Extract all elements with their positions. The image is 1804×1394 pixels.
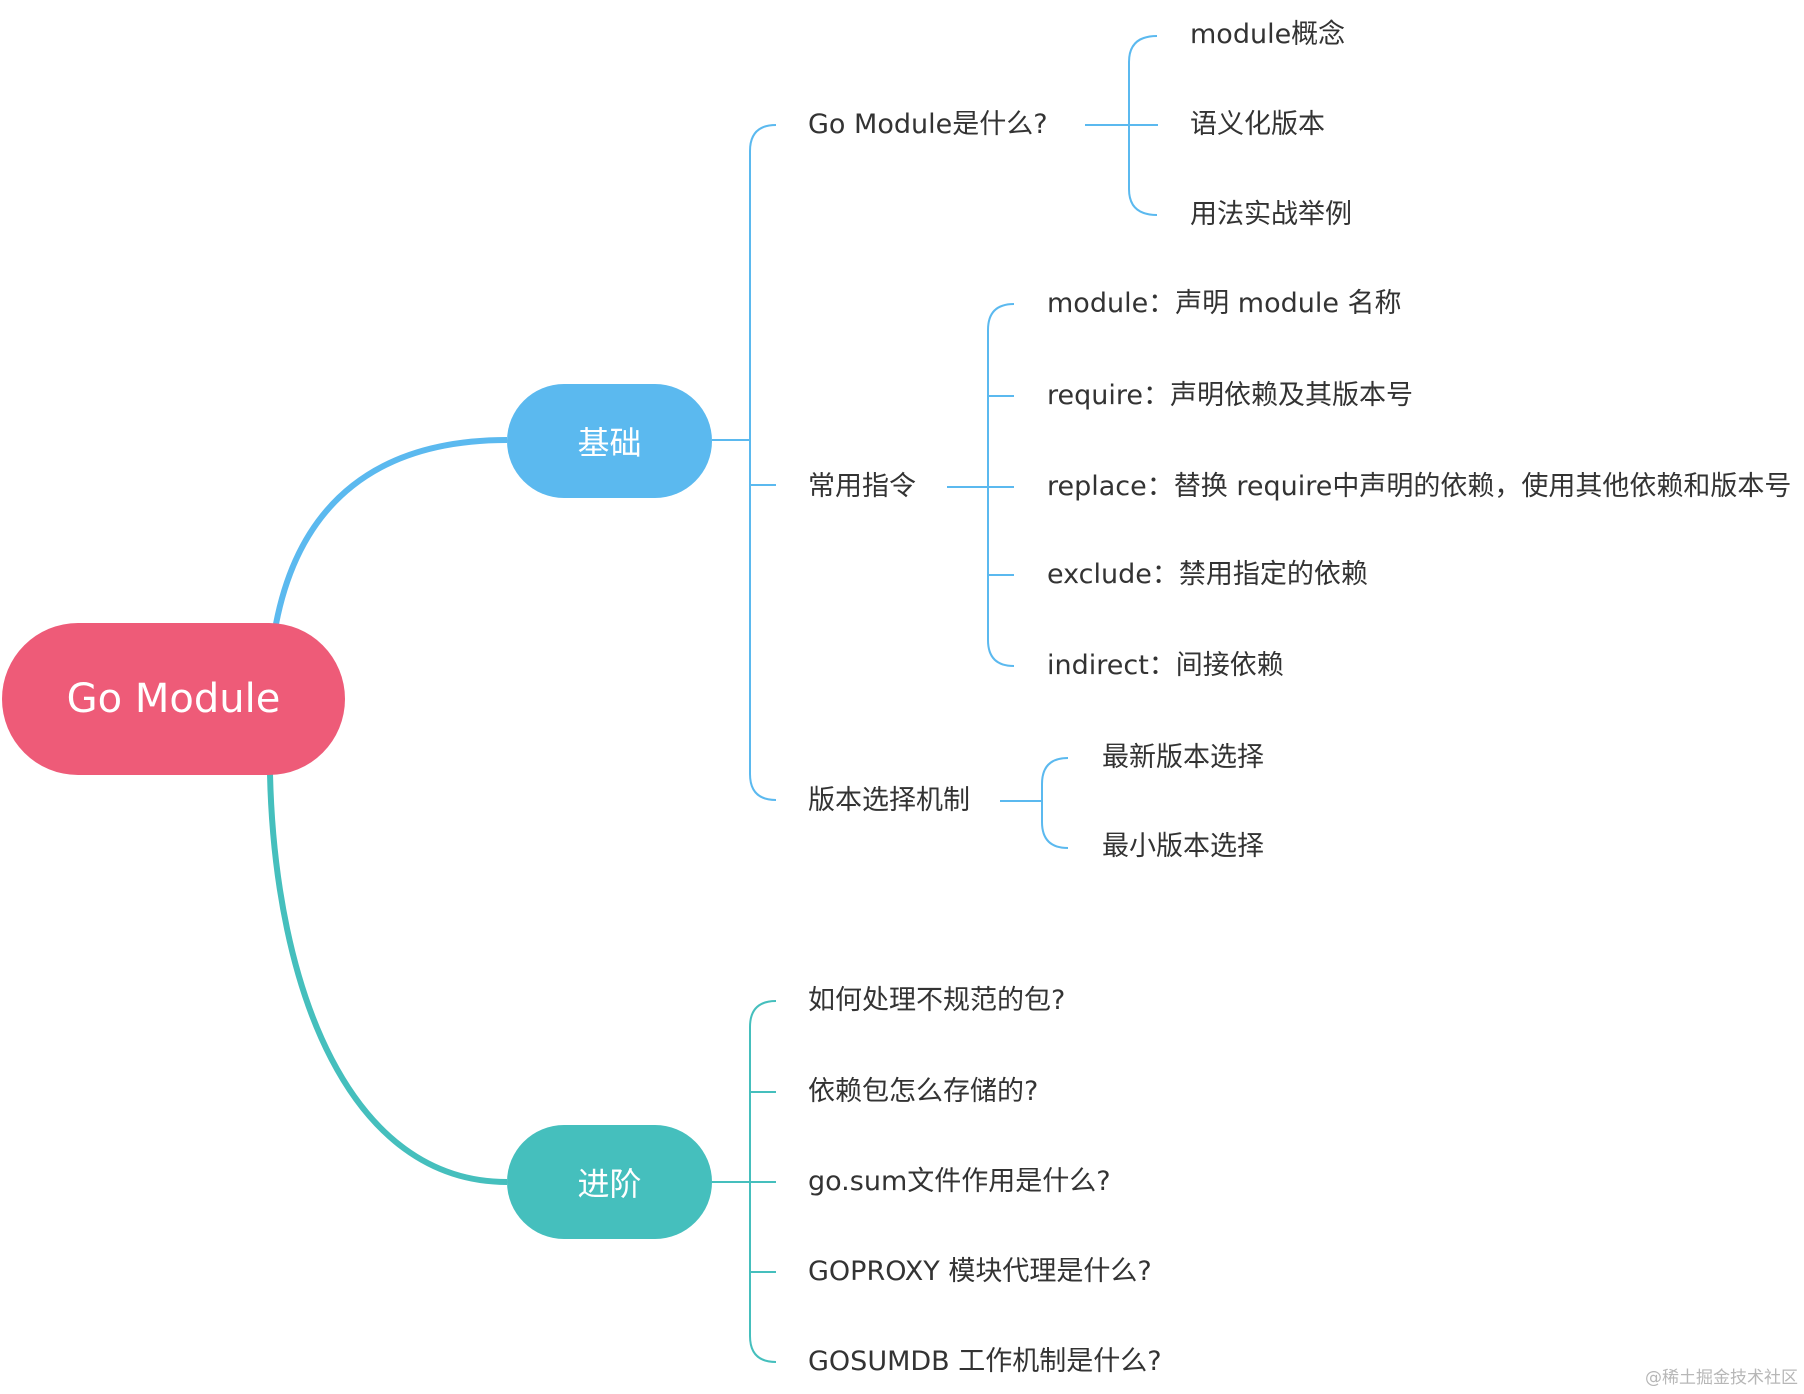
branch-node-advanced[interactable]: 进阶 [507,1125,712,1239]
subtopic-latest-version-selection[interactable]: 最新版本选择 [1102,742,1264,773]
topic-what-is-go-module[interactable]: Go Module是什么? [808,109,1048,140]
root-to-advanced-line [267,773,508,1185]
advanced-bracket [712,1000,777,1363]
topic-gosumdb[interactable]: GOSUMDB 工作机制是什么? [808,1346,1162,1377]
topic-go-sum[interactable]: go.sum文件作用是什么? [808,1166,1111,1197]
topic-version-selection[interactable]: 版本选择机制 [808,785,970,816]
directive-exclude[interactable]: exclude：禁用指定的依赖 [1047,559,1368,590]
subtopic-minimal-version-selection[interactable]: 最小版本选择 [1102,831,1264,862]
topic-common-directives[interactable]: 常用指令 [808,471,916,502]
root-to-basics-line [273,437,508,625]
subtopic-semantic-versioning[interactable]: 语义化版本 [1190,109,1325,140]
topic-goproxy[interactable]: GOPROXY 模块代理是什么? [808,1256,1152,1287]
root-node[interactable]: Go Module [2,623,345,775]
watermark: @稀土掘金技术社区 [1645,1368,1798,1388]
branch-node-basics[interactable]: 基础 [507,384,712,498]
topic-dependency-storage[interactable]: 依赖包怎么存储的? [808,1076,1039,1107]
subtopic-module-concept[interactable]: module概念 [1190,19,1346,50]
directive-module[interactable]: module：声明 module 名称 [1047,288,1402,319]
directive-indirect[interactable]: indirect：间接依赖 [1047,650,1284,681]
topic-nonstandard-packages[interactable]: 如何处理不规范的包? [808,985,1066,1016]
basics-bracket [712,35,1158,849]
subtopic-usage-examples[interactable]: 用法实战举例 [1190,199,1352,230]
directive-replace[interactable]: replace：替换 require中声明的依赖，使用其他依赖和版本号 [1047,471,1792,502]
directive-require[interactable]: require：声明依赖及其版本号 [1047,380,1413,411]
